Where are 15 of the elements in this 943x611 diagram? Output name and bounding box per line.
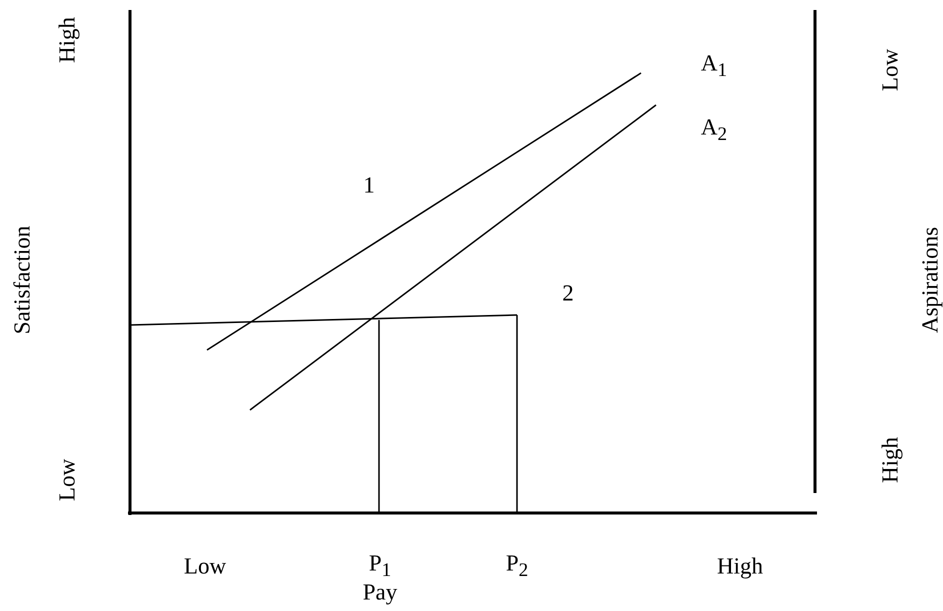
axis-label: High bbox=[717, 554, 763, 578]
line-label: A$_{2}$ bbox=[700, 116, 728, 144]
axis-title: Pay bbox=[362, 580, 398, 604]
axis-label: Low bbox=[184, 554, 226, 578]
tick-label: P$_{1}$ bbox=[368, 552, 392, 580]
axis-title: Aspirations bbox=[918, 226, 942, 334]
axis-title: Satisfaction bbox=[10, 226, 34, 334]
axis-label: High bbox=[878, 437, 902, 483]
line-label: A$_{1}$ bbox=[700, 52, 728, 80]
region-label: 1 bbox=[363, 174, 375, 196]
axis-label: High bbox=[56, 17, 78, 63]
axis-label: Low bbox=[878, 48, 902, 92]
tick-label: P$_{2}$ bbox=[506, 552, 528, 580]
region-label: 2 bbox=[562, 282, 574, 304]
axis-label: Low bbox=[56, 458, 78, 502]
